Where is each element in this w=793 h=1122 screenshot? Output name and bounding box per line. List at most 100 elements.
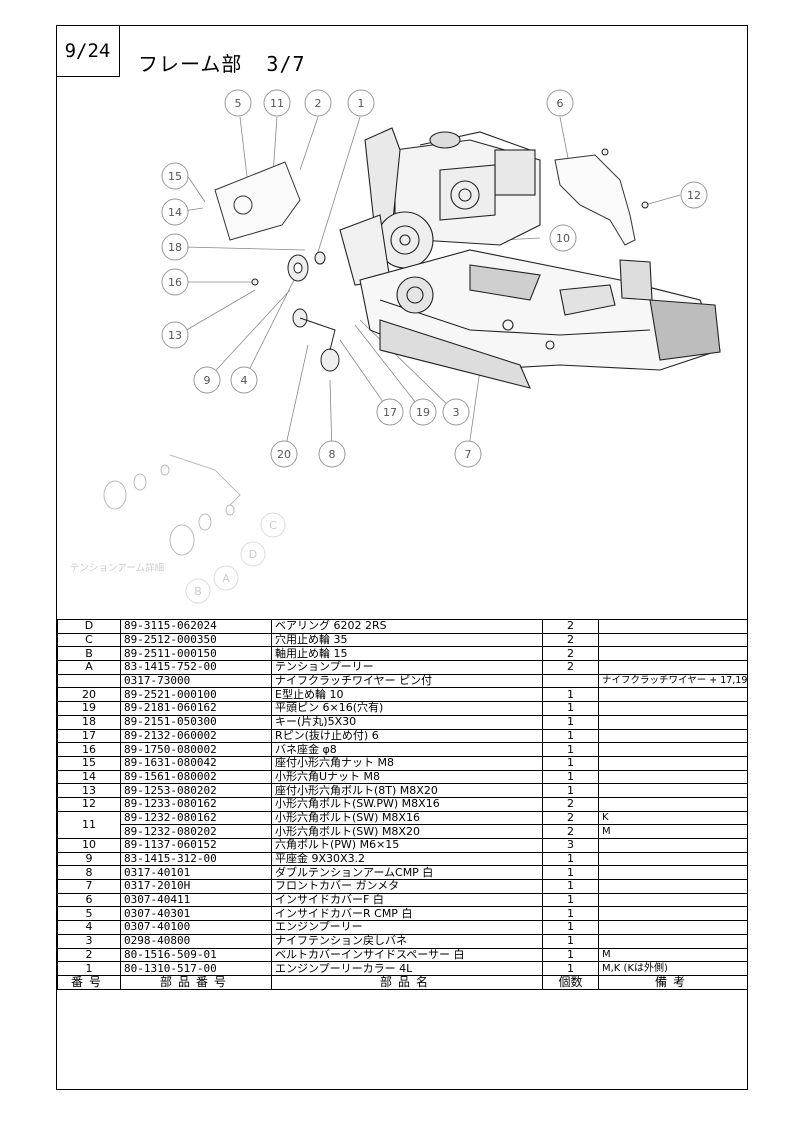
cell-num: 18 [57, 714, 121, 730]
cell-num: 3 [57, 933, 121, 949]
callout-6: 6 [546, 89, 574, 117]
cell-rem [598, 728, 748, 744]
cell-num: 15 [57, 755, 121, 771]
callout-5: 5 [224, 89, 252, 117]
cell-rem [598, 892, 748, 908]
svg-text:8: 8 [329, 448, 336, 461]
cell-name: ダブルテンションアームCMP 白 [271, 865, 543, 881]
cell-qty: 2 [542, 796, 599, 812]
cell-qty: 2 [542, 632, 599, 648]
tension-arm-detail-drawing [103, 454, 241, 556]
inside-cover-r-drawing [214, 161, 301, 241]
cell-qty: 1 [542, 687, 599, 703]
cell-name: ナイフクラッチワイヤー ピン付 [271, 673, 543, 689]
cell-rem [598, 851, 748, 867]
cell-code: 80-1310-517-00 [120, 961, 272, 976]
cell-name: エンジンプーリーカラー 4L [271, 961, 543, 976]
cell-qty: 1 [542, 933, 599, 949]
cell-code: 89-1750-080002 [120, 742, 272, 757]
cell-code: 83-1415-312-00 [120, 851, 272, 867]
callout-1: 1 [347, 89, 375, 117]
svg-text:16: 16 [168, 276, 182, 289]
cell-code: 89-2132-060002 [120, 728, 272, 744]
cell-code: 89-2512-000350 [120, 632, 272, 648]
svg-text:9: 9 [204, 374, 211, 387]
svg-text:6: 6 [557, 97, 564, 110]
cell-qty: 1 [542, 879, 599, 894]
callout-4: 4 [230, 366, 258, 394]
cell-rem [598, 865, 748, 881]
callout-c: C [260, 512, 286, 538]
cell-code: 89-2521-000100 [120, 687, 272, 703]
cell-num: 14 [57, 769, 121, 785]
callout-a: A [213, 565, 239, 591]
cell-rem: M [598, 824, 748, 839]
cell-code: 89-3115-062024 [120, 619, 272, 634]
svg-text:3: 3 [453, 406, 460, 419]
callout-12: 12 [680, 181, 708, 209]
cell-name: 座付小形六角ボルト(8T) M8X20 [271, 783, 543, 798]
cell-code: 0298-40800 [120, 933, 272, 949]
cell-qty [542, 673, 599, 689]
cell-rem [598, 906, 748, 922]
callout-19: 19 [409, 398, 437, 426]
cell-name: 軸用止め輪 15 [271, 646, 543, 662]
cell-name: 小形六角ボルト(SW) M8X16 [271, 810, 543, 826]
cell-rem [598, 714, 748, 730]
cell-num: 17 [57, 728, 121, 744]
cell-rem [598, 783, 748, 798]
cell-code: 89-2181-060162 [120, 701, 272, 716]
cell-code: 89-1232-080162 [120, 810, 272, 826]
cell-name: エンジンプーリー [271, 920, 543, 935]
svg-text:20: 20 [277, 448, 291, 461]
cell-name: 六角ボルト(PW) M6×15 [271, 838, 543, 853]
cell-rem [598, 879, 748, 894]
cell-num: B [57, 646, 121, 662]
table-header-row: 番号 部品番号 部品名 個数 備考 [57, 974, 748, 990]
cell-rem: M [598, 947, 748, 963]
cell-rem: ナイフクラッチワイヤー + 17,19 [598, 673, 748, 689]
cell-name: 穴用止め輪 35 [271, 632, 543, 648]
cell-num: 7 [57, 879, 121, 894]
cell-qty: 2 [542, 660, 599, 675]
callout-13: 13 [161, 321, 189, 349]
inside-cover-f-drawing [554, 154, 636, 246]
cell-rem: M,K (Kは外側) [598, 961, 748, 976]
cell-num: D [57, 619, 121, 634]
cell-num: 8 [57, 865, 121, 881]
callout-2: 2 [304, 89, 332, 117]
cell-name: インサイドカバーR CMP 白 [271, 906, 543, 922]
cell-qty: 2 [542, 824, 599, 839]
cell-num: C [57, 632, 121, 648]
cell-qty: 1 [542, 769, 599, 785]
cell-num: 11 [57, 810, 121, 840]
pulley-parts [251, 148, 649, 372]
cell-name: キー(片丸)5X30 [271, 714, 543, 730]
cell-num [57, 673, 121, 689]
cover-hole [233, 195, 253, 215]
col-header-name: 部品名 [271, 974, 543, 990]
svg-text:D: D [249, 548, 257, 561]
svg-text:B: B [194, 585, 202, 598]
page-frame [56, 25, 748, 1090]
cell-rem [598, 769, 748, 785]
cell-name: バネ座金 φ8 [271, 742, 543, 757]
cell-qty: 1 [542, 892, 599, 908]
col-header-qty: 個数 [542, 974, 599, 990]
cell-num: 5 [57, 906, 121, 922]
cell-name: 小形六角ボルト(SW) M8X20 [271, 824, 543, 839]
cell-name: ナイフテンション戻しバネ [271, 933, 543, 949]
exploded-parts-diagram: 5 11 2 1 6 15 14 12 10 18 16 13 9 4 17 1… [70, 89, 721, 604]
cell-name: 平頭ピン 6×16(穴有) [271, 701, 543, 716]
